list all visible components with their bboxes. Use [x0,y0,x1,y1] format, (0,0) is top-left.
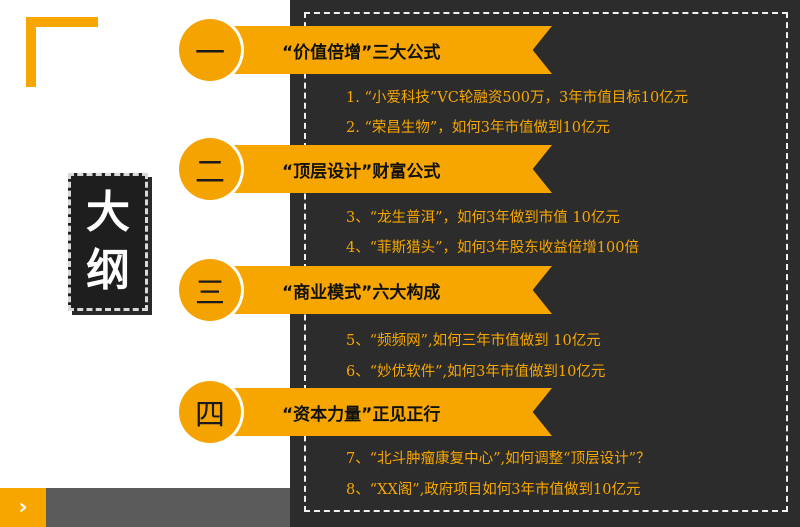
section-title: “顶层设计”财富公式 [282,161,441,182]
list-item: 1. “小爱科技”VC轮融资500万，3年市值目标10亿元 [346,90,689,106]
section-title: “商业模式”六大构成 [282,282,441,303]
outline-badge-char-1: 大 [86,187,130,238]
content-panel [290,0,800,527]
next-arrow-button[interactable]: › [0,488,46,527]
list-item: 7、“北斗肿瘤康复中心”,如何调整“顶层设计”？ [346,451,651,467]
section-title-ribbon: “资本力量”正见正行 [230,388,552,436]
list-item: 8、“XX阁”,政府项目如何3年市值做到10亿元 [346,482,641,498]
section-number-badge: 四 [179,381,241,443]
section-title-ribbon: “顶层设计”财富公式 [230,145,552,193]
section-title: “价值倍增”三大公式 [282,42,441,63]
section-1: “价值倍增”三大公式 一 [0,19,800,86]
outline-badge: 大 纲 [68,173,148,311]
section-title-ribbon: “价值倍增”三大公式 [230,26,552,74]
list-item: 3、“龙生普洱”，如何3年做到市值 10亿元 [346,210,620,226]
section-3: “商业模式”六大构成 三 [0,259,800,326]
section-number-badge: 三 [179,259,241,321]
corner-bracket-decoration [26,17,98,87]
list-item: 5、“频频网”,如何三年市值做到 10亿元 [346,333,601,349]
section-title: “资本力量”正见正行 [282,404,441,425]
section-number-badge: 一 [179,19,241,81]
section-title-ribbon: “商业模式”六大构成 [230,266,552,314]
section-4: “资本力量”正见正行 四 [0,381,800,448]
list-item: 6、“妙优软件”,如何3年市值做到10亿元 [346,364,606,380]
outline-badge-char-2: 纲 [86,245,130,296]
bottom-bar [0,488,290,527]
section-number-badge: 二 [179,138,241,200]
list-item: 4、“菲斯猎头”，如何3年股东收益倍增100倍 [346,240,639,256]
dashed-frame [304,12,788,512]
section-number: 四 [195,398,225,433]
section-number: 二 [195,155,225,190]
list-item: 2. “荣昌生物”，如何3年市值做到10亿元 [346,120,610,136]
chevron-right-icon: › [18,495,28,520]
section-2: “顶层设计”财富公式 二 [0,138,800,205]
section-number: 三 [195,276,225,311]
section-number: 一 [195,36,225,71]
